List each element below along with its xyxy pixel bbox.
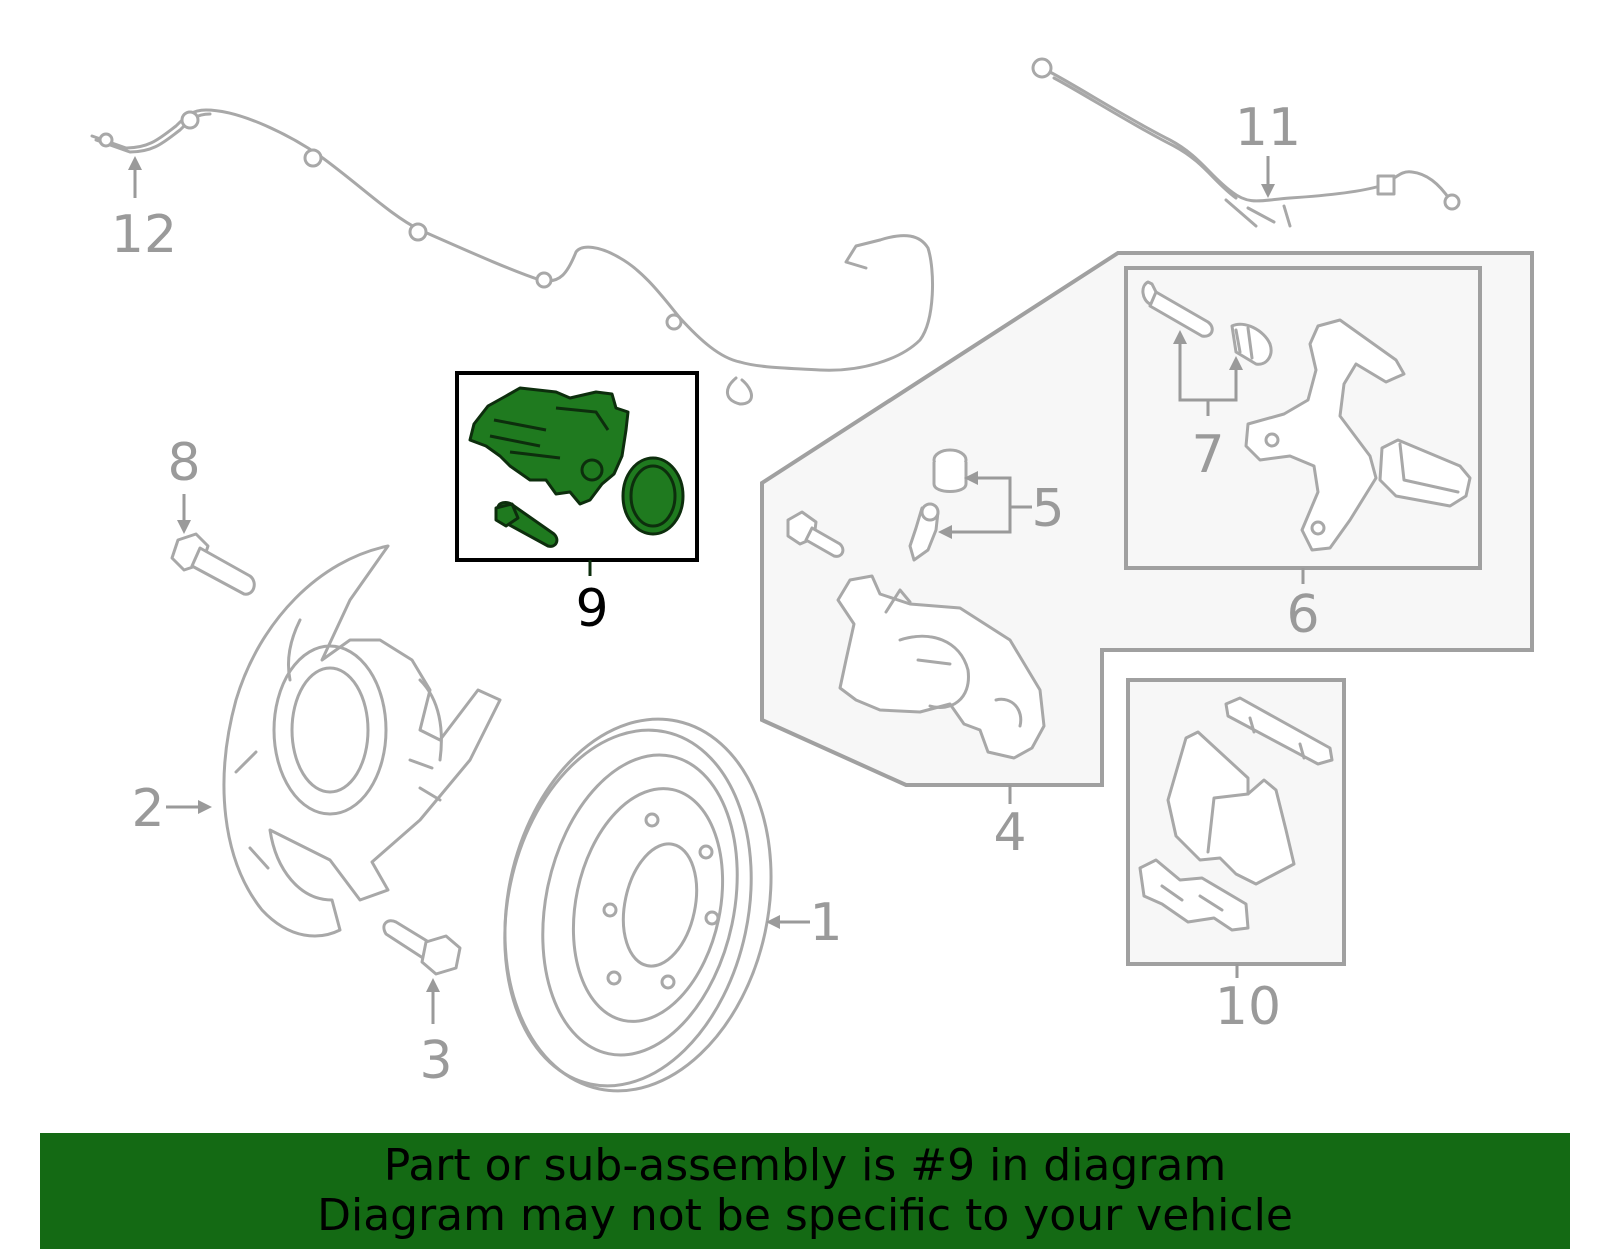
part-3-bolt [382, 919, 462, 976]
arrow-5a [964, 471, 978, 485]
part-11-harness [1031, 57, 1461, 228]
callout-7: 7 [1191, 425, 1224, 485]
callout-1: 1 [809, 893, 842, 953]
leader-7 [1178, 342, 1238, 416]
arrow-8 [177, 520, 191, 534]
arrow-5b [938, 525, 952, 539]
callout-5: 5 [1031, 479, 1064, 539]
arrow-11 [1261, 184, 1275, 198]
arrow-2 [198, 800, 212, 814]
arrow-3 [426, 978, 440, 992]
part-6-bracket [1244, 318, 1472, 552]
arrow-1 [766, 915, 780, 929]
part-7-guide-pin [1141, 280, 1214, 338]
callout-4: 4 [993, 803, 1026, 863]
banner-line-2: Diagram may not be specific to your vehi… [317, 1190, 1293, 1241]
part-4-bolt [786, 510, 845, 558]
part-8-bolt [170, 532, 256, 596]
arrow-12 [128, 156, 142, 170]
part-2-dust-shield [222, 544, 502, 938]
callout-10: 10 [1215, 977, 1281, 1037]
part-7-boot [1230, 322, 1273, 366]
callout-6: 6 [1286, 585, 1319, 645]
arrow-7b [1229, 356, 1243, 370]
arrow-7a [1173, 330, 1187, 344]
callout-11: 11 [1235, 98, 1301, 158]
callout-3: 3 [419, 1031, 452, 1091]
part-10-pad-kit [1138, 696, 1334, 932]
leader-5 [948, 476, 1032, 534]
info-banner: Part or sub-assembly is #9 in diagram Di… [40, 1133, 1570, 1249]
part-1-rotor [503, 717, 773, 1093]
callout-12: 12 [111, 205, 177, 265]
part-5-bleeder [908, 448, 968, 562]
banner-line-1: Part or sub-assembly is #9 in diagram [383, 1140, 1227, 1191]
part-4-caliper [836, 574, 1046, 760]
part-9-caliper-highlighted[interactable] [468, 386, 685, 548]
callout-2: 2 [131, 779, 164, 839]
callout-8: 8 [167, 433, 200, 493]
part-12-harness [90, 108, 935, 406]
callout-9: 9 [575, 579, 608, 639]
